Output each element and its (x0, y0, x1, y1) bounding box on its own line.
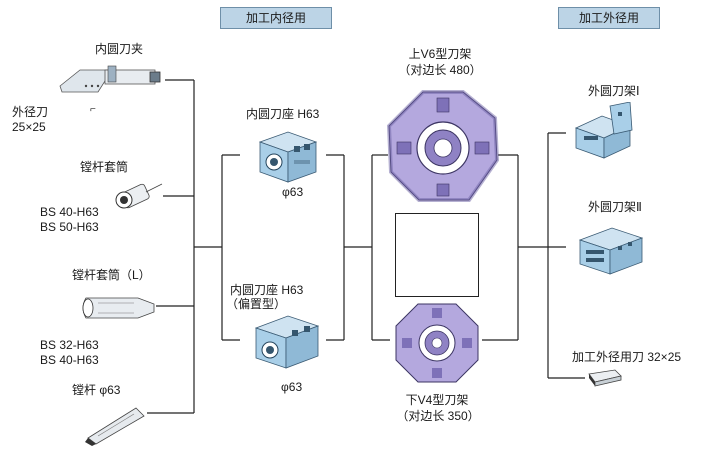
ext-tool-label-2: 25×25 (12, 120, 46, 134)
holder-bottom-image (248, 312, 324, 372)
lower-turret-image (392, 300, 482, 386)
holder-top-size: φ63 (282, 185, 304, 199)
sleeve-model-2: BS 50-H63 (40, 220, 99, 234)
turret-placeholder-box (395, 213, 479, 297)
ext-tool-label-1: 外径刀 (12, 105, 49, 119)
bar-label: 镗杆 φ63 (72, 383, 121, 397)
lower-turret-title: 下V4型刀架 (405, 393, 469, 407)
holder-top-image (250, 128, 324, 186)
holder-bottom-label-1: 内圆刀座 H63 (230, 283, 304, 297)
holder2-image (576, 222, 646, 278)
sleeve-label: 镗杆套筒 (80, 160, 129, 174)
ext-tool-pointer: ⌐ (90, 104, 98, 115)
boring-holder-label: 内圆刀夹 (95, 42, 144, 56)
sleeve-model-1: BS 40-H63 (40, 205, 99, 219)
upper-turret-sub: （对边长 480） (398, 63, 482, 77)
holder1-label: 外圆刀架Ⅰ (588, 84, 640, 98)
boring-holder-image (50, 58, 165, 98)
sleeve-image (108, 180, 164, 214)
holder1-image (570, 102, 636, 162)
sleeve-l-model-1: BS 32-H63 (40, 338, 99, 352)
lower-turret-sub: （对边长 350） (396, 409, 480, 423)
sleeve-l-image (78, 292, 158, 322)
sleeve-l-model-2: BS 40-H63 (40, 353, 99, 367)
sleeve-l-label: 镗杆套筒（L） (72, 268, 151, 282)
bar-image (82, 400, 150, 446)
holder-bottom-label-2: （偏置型） (226, 297, 287, 311)
header-internal: 加工内径用 (220, 7, 332, 29)
ext-cutter-image (585, 366, 625, 388)
holder2-label: 外圆刀架Ⅱ (588, 200, 642, 214)
upper-turret-title: 上V6型刀架 (408, 47, 472, 61)
upper-turret-image (385, 88, 501, 206)
holder-bottom-size: φ63 (281, 380, 303, 394)
holder-top-label: 内圆刀座 H63 (246, 107, 320, 121)
ext-cutter-label: 加工外径用刀 32×25 (572, 350, 682, 364)
header-external: 加工外径用 (558, 7, 660, 29)
